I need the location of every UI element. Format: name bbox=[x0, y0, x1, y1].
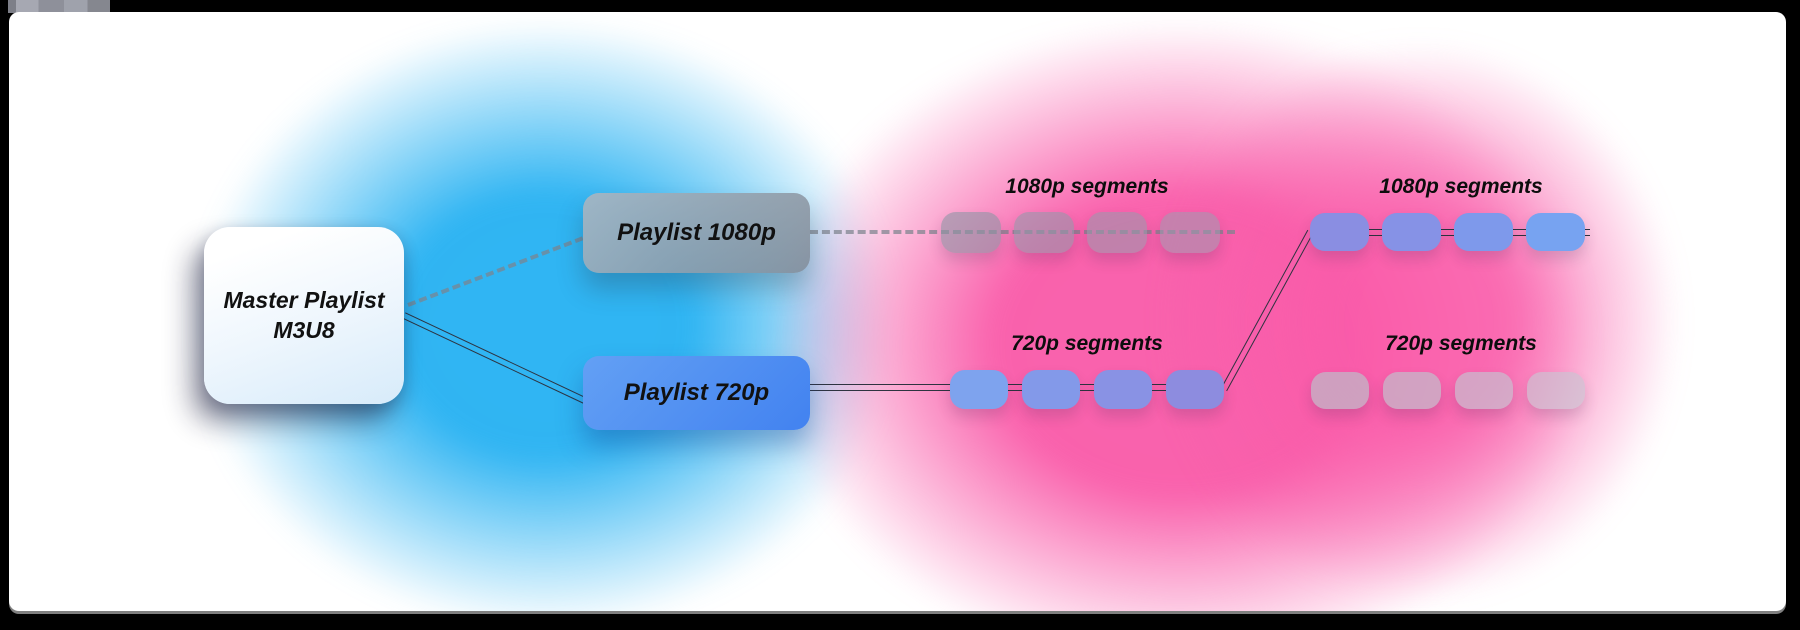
window-edge-artifact bbox=[8, 0, 110, 13]
playlist-1080p-node: Playlist 1080p bbox=[583, 193, 810, 273]
connector-720p-to-1080p-switch-double bbox=[1220, 229, 1314, 392]
segment-pill bbox=[1094, 370, 1152, 409]
mid-720p-segments-label: 720p segments bbox=[1011, 332, 1163, 355]
segment-pill bbox=[1311, 372, 1369, 409]
mid-1080p-segments-label: 1080p segments bbox=[1005, 175, 1169, 198]
segment-pill bbox=[1160, 212, 1220, 253]
master-playlist-node: Master Playlist M3U8 bbox=[204, 227, 404, 404]
master-playlist-label: Master Playlist M3U8 bbox=[223, 286, 385, 343]
segment-pill bbox=[1454, 213, 1513, 251]
segment-pill bbox=[1526, 213, 1585, 251]
playlist-1080p-label: Playlist 1080p bbox=[617, 219, 776, 246]
segment-pill bbox=[1527, 372, 1585, 409]
segment-pill bbox=[1382, 213, 1441, 251]
right-1080p-segment-row bbox=[1310, 213, 1585, 251]
segment-pill bbox=[1087, 212, 1147, 253]
right-720p-segments-label: 720p segments bbox=[1385, 332, 1537, 355]
mid-1080p-segment-row bbox=[941, 212, 1220, 253]
segment-pill bbox=[1014, 212, 1074, 253]
playlist-720p-node: Playlist 720p bbox=[583, 356, 810, 430]
segment-pill bbox=[1383, 372, 1441, 409]
segment-pill bbox=[1166, 370, 1224, 409]
segment-pill bbox=[1455, 372, 1513, 409]
segment-pill bbox=[950, 370, 1008, 409]
right-720p-segment-row bbox=[1311, 372, 1585, 409]
connector-master-to-720p-double bbox=[402, 312, 587, 404]
pink-glow-blob bbox=[770, 20, 1590, 611]
right-1080p-segments-label: 1080p segments bbox=[1379, 175, 1543, 198]
segment-pill bbox=[941, 212, 1001, 253]
playlist-720p-label: Playlist 720p bbox=[623, 379, 770, 406]
segment-pill bbox=[1310, 213, 1369, 251]
diagram-card: Master Playlist M3U8 Playlist 1080p Play… bbox=[9, 12, 1786, 611]
connector-master-to-1080p-dashed bbox=[407, 236, 584, 307]
segment-pill bbox=[1022, 370, 1080, 409]
pink-glow-blob-2 bbox=[1159, 42, 1679, 602]
mid-720p-segment-row bbox=[950, 370, 1224, 409]
